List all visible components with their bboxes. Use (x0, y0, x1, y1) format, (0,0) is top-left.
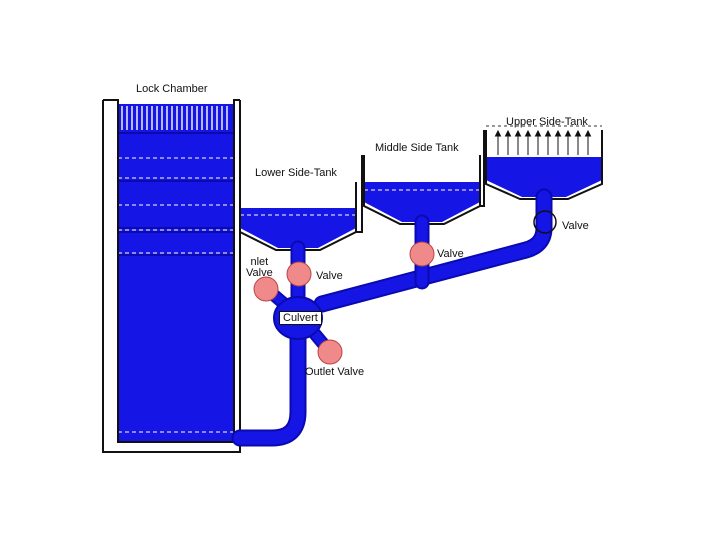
lower-side-tank (239, 182, 357, 251)
lock-chamber-label: Lock Chamber (136, 83, 208, 95)
outlet-valve-icon (317, 339, 343, 365)
lock-chamber-levels (118, 157, 234, 433)
middle-side-tank-water (364, 182, 480, 222)
middle-valve-label: Valve (437, 248, 464, 260)
inlet-valve-label: nlet Valve (246, 257, 273, 279)
lock-chamber-walls (102, 99, 241, 453)
inlet-valve-label-line2: Valve (246, 267, 273, 279)
lock-chamber-inflow (121, 106, 228, 130)
upper-side-tank-arrows (494, 129, 592, 155)
lock-chamber-water (118, 104, 234, 442)
inlet-valve-icon (253, 276, 279, 302)
outlet-valve-label: Outlet Valve (305, 366, 365, 378)
inlet-valve-label-line1: nlet (250, 256, 269, 268)
lock-chamber-level-marks (118, 132, 234, 256)
upper-valve-label: Valve (562, 220, 589, 232)
valves (253, 210, 557, 365)
lower-side-tank-water (240, 208, 356, 248)
middle-side-tank-label: Middle Side Tank (375, 142, 459, 154)
upper-side-tank-label: Upper Side-Tank (506, 116, 588, 128)
upper-valve-icon (533, 210, 557, 234)
middle-valve-icon (409, 241, 435, 267)
lower-valve-icon (286, 261, 312, 287)
lower-side-tank-label: Lower Side-Tank (255, 167, 337, 179)
upper-side-tank (480, 125, 603, 207)
upper-side-tank-water (486, 157, 602, 197)
lock-chamber (102, 99, 241, 453)
culvert-label: Culvert (279, 311, 322, 325)
lower-valve-label: Valve (316, 270, 343, 282)
